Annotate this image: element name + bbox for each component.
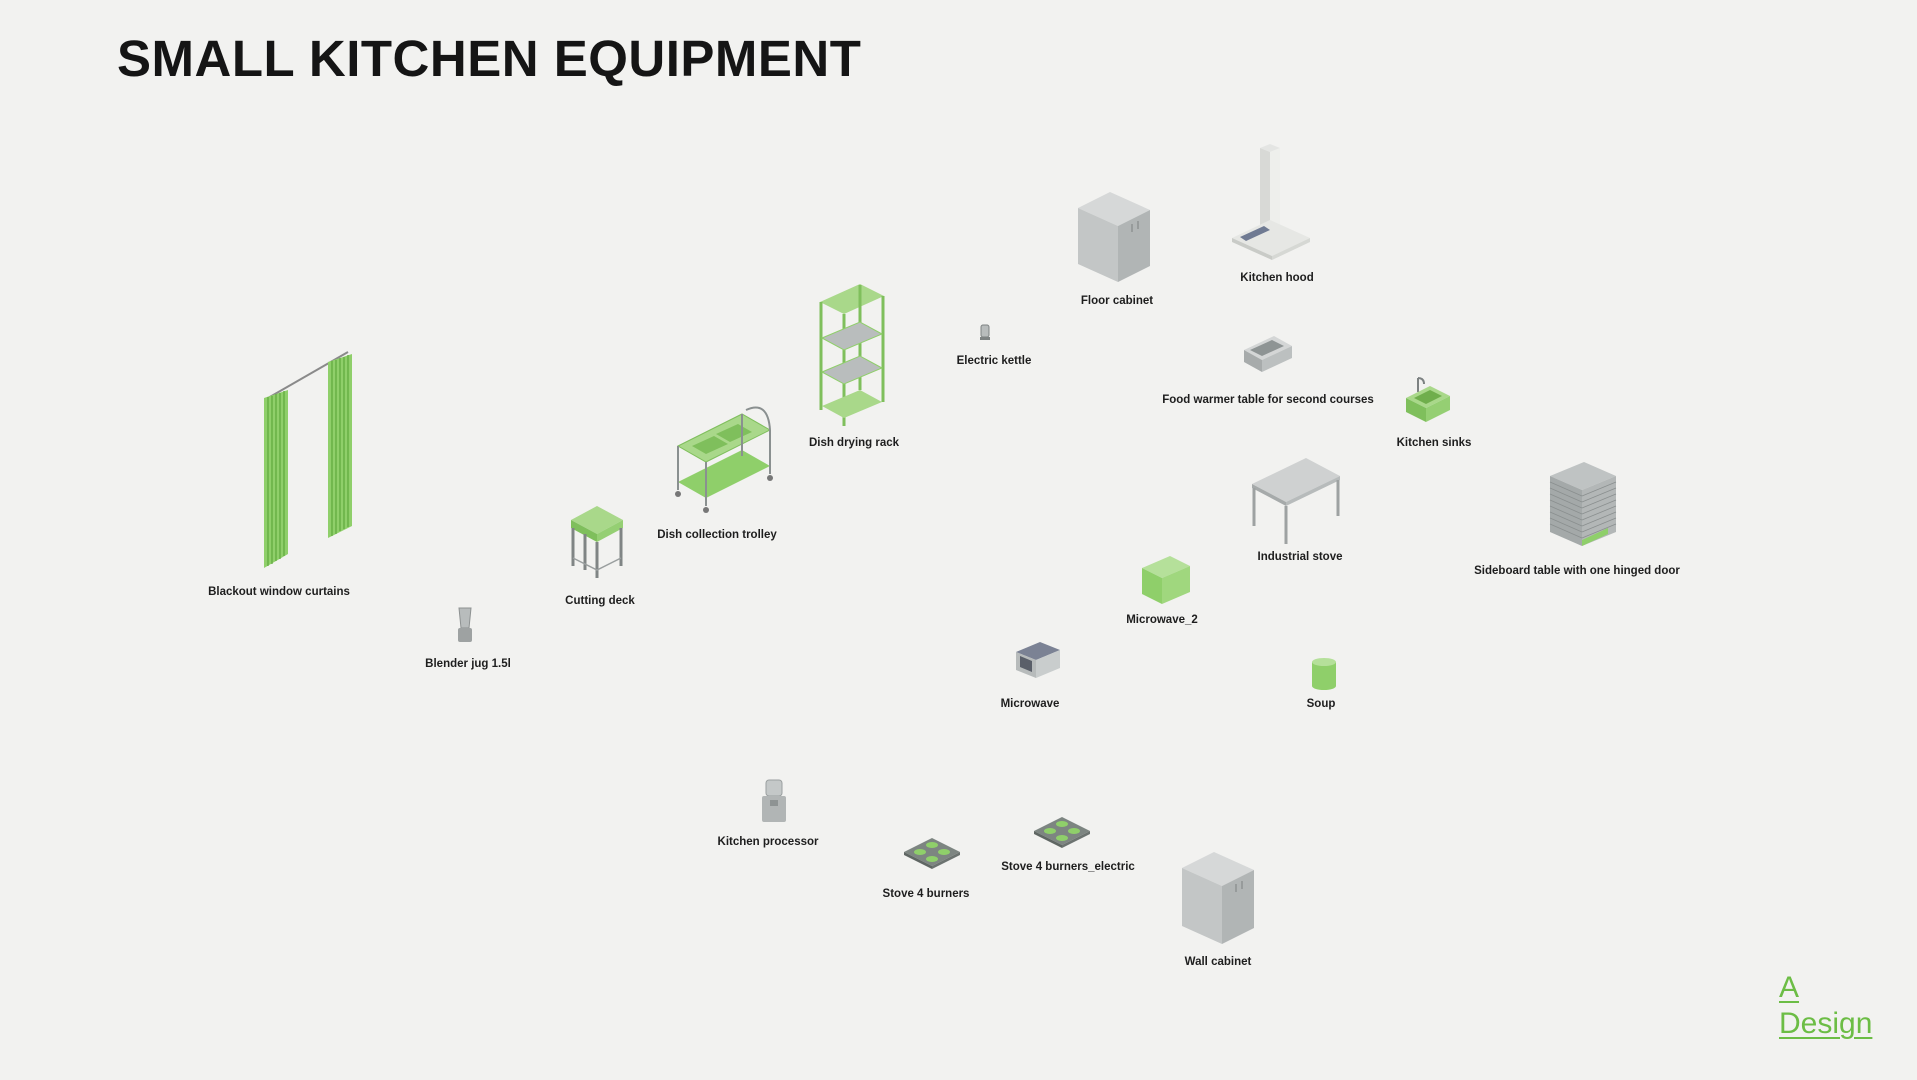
stove-4-burners-icon: [904, 838, 960, 869]
item-label: Stove 4 burners: [882, 888, 970, 900]
item-label: Wall cabinet: [1184, 956, 1252, 968]
sideboard-table-icon: [1549, 462, 1617, 546]
logo-line-1: A: [1779, 971, 1800, 1004]
food-warmer-icon: [1244, 336, 1292, 372]
sink-icon: [1406, 377, 1450, 422]
item-label: Blackout window curtains: [208, 586, 350, 598]
page-title: SMALL KITCHEN EQUIPMENT: [117, 30, 862, 87]
floor-cabinet-icon: [1078, 192, 1150, 282]
item-label: Dish collection trolley: [657, 529, 777, 541]
kitchen-processor-icon: [762, 779, 786, 822]
stove-4-burners-electric-icon: [1034, 817, 1090, 848]
kitchen-hood-icon: [1232, 144, 1310, 260]
blender-icon: [458, 607, 472, 642]
soup-pot-icon: [1312, 658, 1336, 690]
drying-rack-icon: [819, 284, 885, 426]
brand-logo: A Design: [1779, 970, 1872, 1042]
trolley-icon: [675, 406, 773, 513]
curtains-icon: [264, 351, 352, 568]
item-label: Floor cabinet: [1080, 295, 1154, 307]
item-label: Kitchen processor: [717, 836, 819, 848]
item-label: Stove 4 burners_electric: [1001, 861, 1135, 873]
item-label: Sideboard table with one hinged door: [1474, 565, 1680, 577]
kettle-icon: [980, 324, 990, 340]
item-label: Kitchen sinks: [1396, 437, 1472, 449]
item-label: Blender jug 1.5l: [425, 658, 511, 670]
item-label: Soup: [1306, 698, 1336, 710]
cutting-deck-icon: [571, 506, 623, 578]
wall-cabinet-icon: [1182, 852, 1254, 944]
logo-line-2: Design: [1779, 1007, 1873, 1040]
item-label: Food warmer table for second courses: [1162, 394, 1374, 406]
microwave-2-icon: [1142, 556, 1190, 604]
item-label: Microwave_2: [1126, 614, 1198, 626]
item-label: Kitchen hood: [1240, 272, 1314, 284]
item-label: Dish drying rack: [808, 437, 900, 449]
item-label: Industrial stove: [1257, 551, 1343, 563]
microwave-icon: [1016, 642, 1060, 678]
item-label: Cutting deck: [565, 595, 635, 607]
item-label: Electric kettle: [956, 355, 1032, 367]
item-label: Microwave: [1000, 698, 1060, 710]
industrial-stove-icon: [1252, 458, 1340, 544]
